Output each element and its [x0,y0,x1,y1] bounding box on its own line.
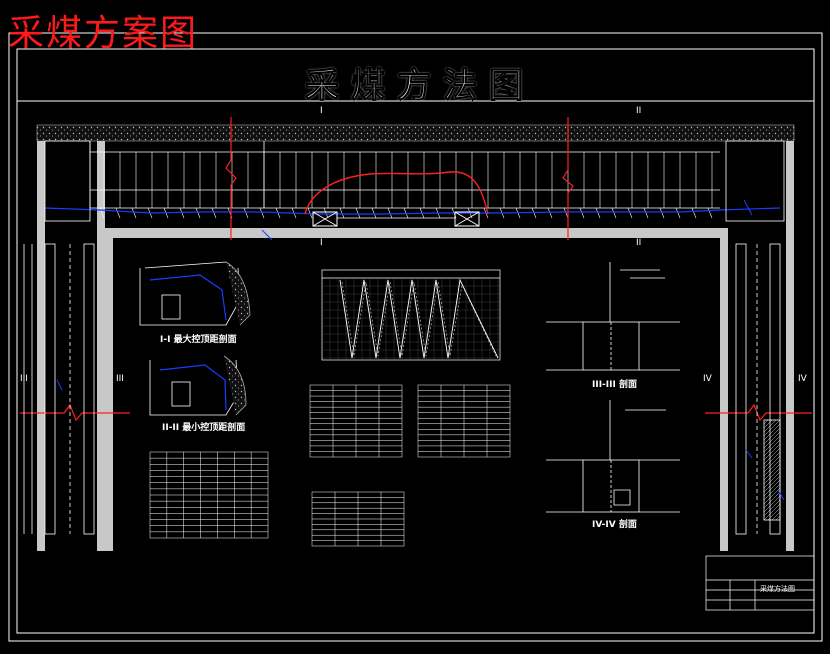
conveyor-right [454,211,480,227]
title-block-name: 采煤方法图 [760,585,795,593]
right-roadway-detail [735,243,781,535]
left-roadway-outer [37,141,45,551]
drawing-title: 采煤方法图 [305,66,535,107]
section-line-2 [562,117,574,240]
section-4-view [546,400,680,513]
hydraulic-lines [56,199,785,501]
face-line [44,207,781,215]
left-top-block [44,140,91,222]
cycle-chart [321,269,501,361]
caption-section-2: II-II 最小控顶距剖面 [162,423,246,433]
left-roadway-inner [97,141,105,551]
section-1-marker-top: I [320,106,323,116]
right-roadway-outer [786,141,794,551]
outer-frame [8,32,823,642]
tables [149,384,511,547]
title-block [705,555,815,611]
caving-arch [304,171,489,215]
section-2-marker-bottom: II [636,238,642,248]
section-2-marker-top: II [636,106,642,116]
drift-top [97,228,728,238]
caption-section-3: III-III 剖面 [592,380,637,390]
face-supports-grid [89,141,720,219]
caption-section-1: I-I 最大控顶距剖面 [160,335,237,345]
conveyor-left [312,211,338,227]
inner-frame [16,48,815,634]
section-1-view [139,261,251,326]
section-1-marker-bottom: I [320,238,323,248]
section-3-marker-left: III [20,374,28,384]
overlay-title: 采煤方案图 [8,13,199,54]
right-top-block [725,140,785,222]
caption-section-4: IV-IV 剖面 [592,520,637,530]
section-2-view [149,355,247,416]
section-3-marker-right: III [116,374,124,384]
section-4-marker-right: IV [798,374,807,384]
section-line-1 [225,117,237,240]
section-4-marker-left: IV [703,374,712,384]
left-roadway-detail [23,243,95,535]
section-3-view [546,262,680,371]
section-line-3 [20,403,130,422]
roof-strata [36,124,795,142]
